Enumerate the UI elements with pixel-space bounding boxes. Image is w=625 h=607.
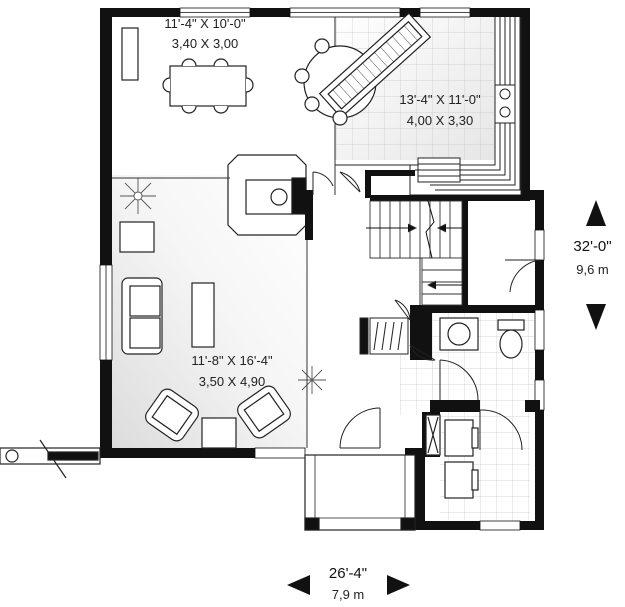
overall-depth-metric: 9,6 m <box>576 262 609 277</box>
living-room-dimensions-metric: 3,50 X 4,90 <box>198 374 266 389</box>
kitchen-dimensions-imperial: 13'-4" X 11'-0" <box>399 92 481 107</box>
front-porch <box>304 454 416 531</box>
dining-table <box>162 58 254 114</box>
dining-sideboard <box>121 27 139 81</box>
living-room-dimensions-imperial: 11'-8" X 16'-4" <box>191 353 273 368</box>
kitchen-counter <box>334 17 522 196</box>
staircase <box>366 200 468 306</box>
light-fixture <box>120 178 326 394</box>
doors <box>312 171 541 451</box>
dining-room-dimensions-imperial: 11'-4" X 10'-0" <box>164 16 246 31</box>
dining-room-dimensions-metric: 3,40 X 3,00 <box>171 36 239 51</box>
laundry-appliances <box>425 414 479 499</box>
overall-depth-imperial: 32'-0" <box>573 238 612 255</box>
kitchen-island <box>294 12 432 126</box>
width-dimension-arrow <box>287 575 410 595</box>
depth-dimension-arrow <box>586 200 606 330</box>
exterior-rail <box>0 439 101 479</box>
bathroom-fixtures <box>439 317 525 359</box>
overall-width-imperial: 26'-4" <box>328 565 368 582</box>
windows <box>99 7 545 531</box>
stair-break <box>425 200 435 259</box>
overall-width-metric: 7,9 m <box>331 587 365 602</box>
coat-closet <box>359 317 409 355</box>
fireplace <box>227 154 307 236</box>
living-furniture <box>119 221 291 449</box>
kitchen-dimensions-metric: 4,00 X 3,30 <box>406 113 474 128</box>
